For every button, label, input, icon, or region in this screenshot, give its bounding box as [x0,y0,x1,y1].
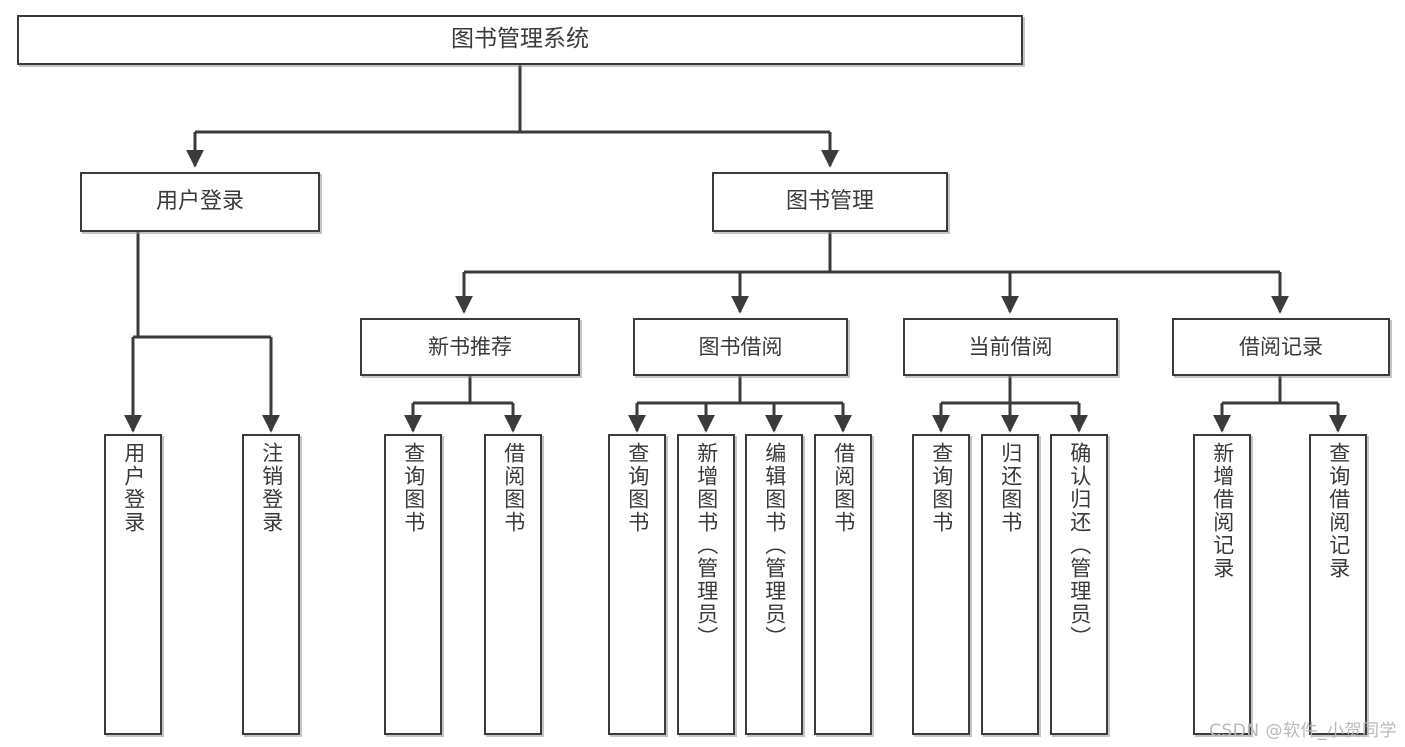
node-label: 当前借阅 [968,334,1053,359]
leaf-current-borrow-query[interactable]: 查询图书 [912,434,970,735]
leaf-book-borrow-borrow[interactable]: 借阅图书 [814,434,872,735]
node-label: 用户登录 [121,442,146,534]
leaf-borrow-record-query[interactable]: 查询借阅记录 [1309,434,1367,735]
node-label: 新书推荐 [428,334,512,359]
node-label: 借阅图书 [831,442,856,534]
leaf-user-login-logout[interactable]: 注销登录 [242,434,300,735]
node-label: 查询图书 [625,442,650,534]
node-label: 编辑图书（管理员） [762,442,787,649]
leaf-current-borrow-return[interactable]: 归还图书 [981,434,1039,735]
node-label: 图书借阅 [698,334,783,359]
node-label: 图书管理系统 [451,26,589,53]
node-label: 查询借阅记录 [1326,442,1351,580]
node-label: 归还图书 [998,442,1023,534]
node-label: 确认归还（管理员） [1067,442,1092,649]
node-user-login[interactable]: 用户登录 [80,172,320,232]
leaf-user-login-login[interactable]: 用户登录 [104,434,162,735]
node-label: 借阅记录 [1239,334,1323,359]
leaf-new-book-borrow[interactable]: 借阅图书 [484,434,542,735]
node-new-book-recommend[interactable]: 新书推荐 [360,318,580,376]
node-label: 用户登录 [155,189,244,215]
node-label: 借阅图书 [501,442,526,534]
leaf-borrow-record-add[interactable]: 新增借阅记录 [1193,434,1251,735]
node-label: 新增借阅记录 [1210,442,1235,580]
node-label: 新增图书（管理员） [694,442,719,649]
node-borrow-record[interactable]: 借阅记录 [1172,318,1390,376]
node-label: 查询图书 [401,442,426,534]
leaf-book-borrow-edit[interactable]: 编辑图书（管理员） [745,434,803,735]
node-label: 注销登录 [259,442,284,534]
leaf-new-book-query[interactable]: 查询图书 [384,434,442,735]
leaf-book-borrow-add[interactable]: 新增图书（管理员） [677,434,735,735]
node-label: 查询图书 [929,442,954,534]
csdn-watermark: CSDN @软件_小贺同学 [1209,721,1397,741]
node-root-system[interactable]: 图书管理系统 [17,15,1023,65]
leaf-current-borrow-confirm-return[interactable]: 确认归还（管理员） [1050,434,1108,735]
node-current-borrow[interactable]: 当前借阅 [903,318,1118,376]
leaf-book-borrow-query[interactable]: 查询图书 [608,434,666,735]
node-book-manage[interactable]: 图书管理 [712,172,948,232]
node-book-borrow[interactable]: 图书借阅 [633,318,848,376]
node-label: 图书管理 [785,189,874,215]
